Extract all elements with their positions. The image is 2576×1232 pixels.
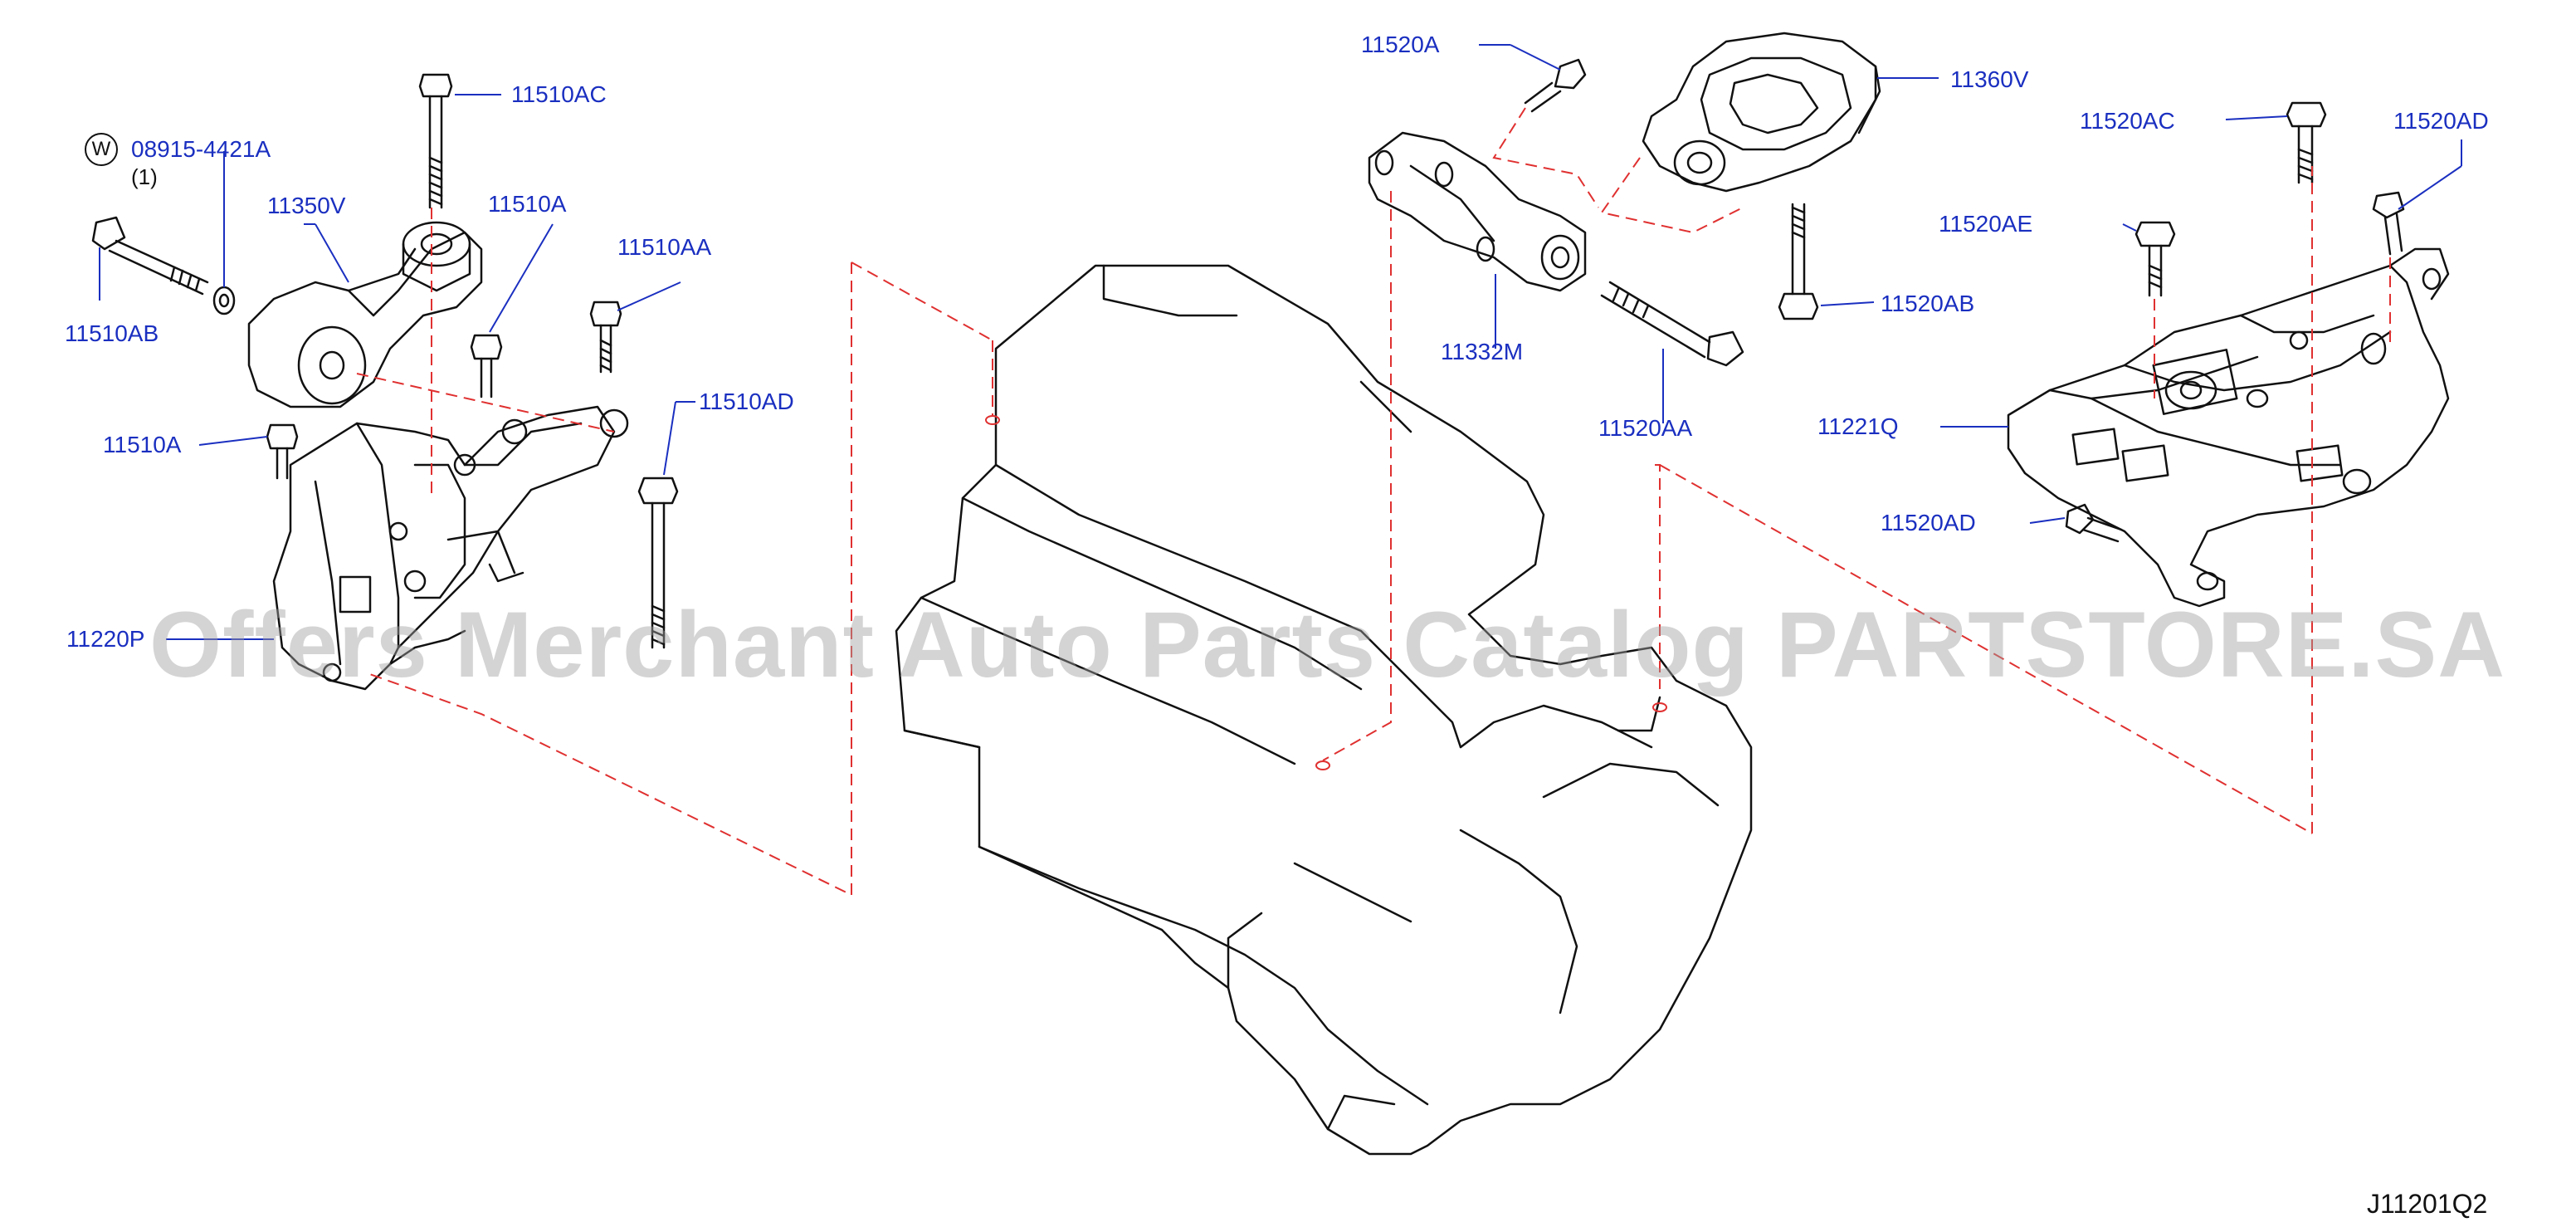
bolt-11520AD-lower bbox=[2065, 503, 2123, 543]
label-11510AC[interactable]: 11510AC bbox=[511, 81, 607, 107]
bracket-11221Q-shape bbox=[2007, 247, 2450, 608]
label-11221Q[interactable]: 11221Q bbox=[1817, 413, 1899, 439]
label-11510AB[interactable]: 11510AB bbox=[65, 320, 159, 346]
label-11520AD-lower[interactable]: 11520AD bbox=[1881, 510, 1976, 535]
bolt-11510AC bbox=[418, 73, 453, 209]
bolt-11520AB bbox=[1778, 203, 1819, 320]
bolt-11520AE bbox=[2134, 221, 2176, 297]
bracket-11332M-shape bbox=[1368, 131, 1587, 292]
label-11520AE[interactable]: 11520AE bbox=[1939, 211, 2033, 237]
bolt-11510A-lower bbox=[266, 423, 299, 480]
label-11332M[interactable]: 11332M bbox=[1441, 339, 1524, 364]
label-11220P[interactable]: 11220P bbox=[66, 626, 145, 652]
assembly-dashed-lines bbox=[356, 107, 2391, 897]
mount-11220P-shape bbox=[272, 405, 629, 691]
assembly-hole-marks bbox=[985, 415, 1667, 770]
bolt-11510AD bbox=[637, 477, 679, 649]
diagram-code: J11201Q2 bbox=[2367, 1189, 2488, 1219]
bolt-11520AA bbox=[1600, 281, 1744, 367]
quantity-note: (1) bbox=[131, 164, 158, 189]
label-11520AD-upper[interactable]: 11520AD bbox=[2393, 108, 2489, 134]
label-11350V[interactable]: 11350V bbox=[267, 193, 346, 218]
label-11520AB[interactable]: 11520AB bbox=[1881, 291, 1975, 316]
bolt-11510AA bbox=[589, 301, 622, 374]
bolt-11520AC bbox=[2286, 101, 2327, 184]
bolt-11520AD-upper bbox=[2372, 191, 2405, 256]
watermark-text: Offers Merchant Auto Parts Catalog PARTS… bbox=[149, 593, 2506, 697]
bolt-11520A bbox=[1524, 58, 1587, 113]
mount-11360V-shape bbox=[1642, 32, 1881, 193]
engine-block-outline bbox=[895, 264, 1753, 1156]
mount-11350V-shape bbox=[247, 221, 483, 408]
bolt-11510AB bbox=[91, 216, 209, 296]
label-11510A-upper[interactable]: 11510A bbox=[488, 191, 567, 217]
w-symbol-icon: W bbox=[85, 133, 118, 166]
label-11520A[interactable]: 11520A bbox=[1361, 32, 1440, 57]
label-11520AA[interactable]: 11520AA bbox=[1598, 415, 1693, 441]
label-11510AD[interactable]: 11510AD bbox=[699, 389, 794, 414]
label-11520AC[interactable]: 11520AC bbox=[2080, 108, 2175, 134]
label-08915-4421A[interactable]: 08915-4421A bbox=[131, 136, 271, 162]
leader-lines bbox=[99, 44, 2462, 640]
bolt-11510A-upper bbox=[470, 334, 503, 398]
washer-08915 bbox=[212, 286, 236, 315]
label-11510A-lower[interactable]: 11510A bbox=[103, 432, 182, 457]
label-11510AA[interactable]: 11510AA bbox=[617, 234, 712, 260]
label-11360V[interactable]: 11360V bbox=[1950, 66, 2029, 92]
